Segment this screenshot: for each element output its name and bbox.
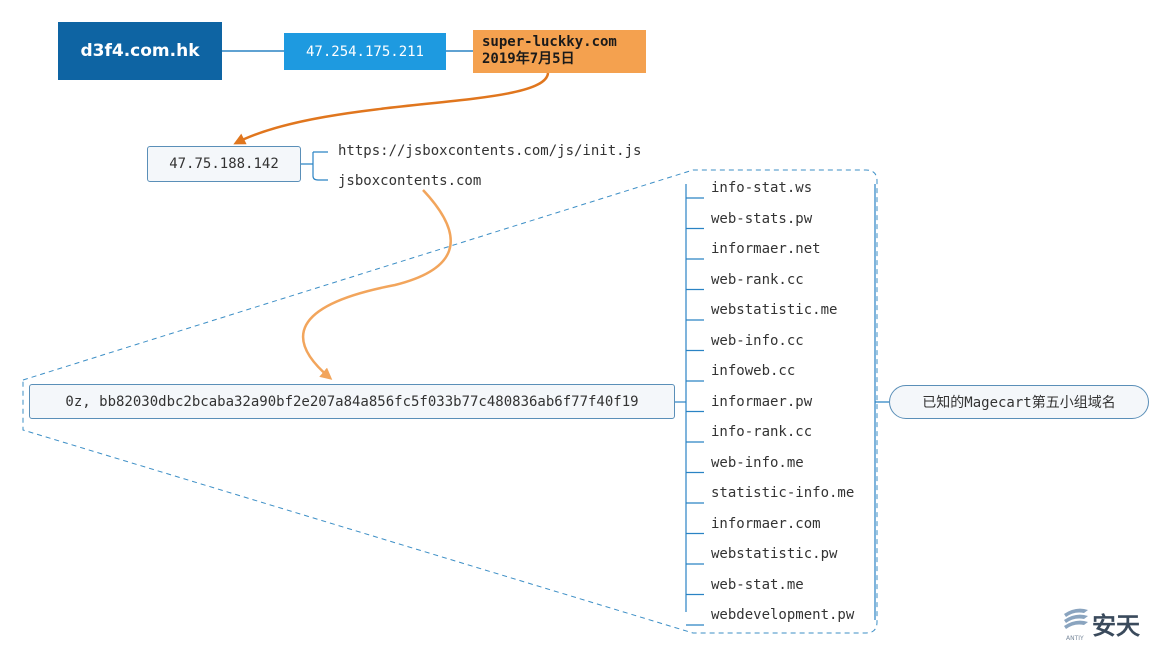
domain-item[interactable]: infoweb.cc [711,363,796,379]
url-domain-label: jsboxcontents.com [338,173,482,189]
hash-label: 0z, bb82030dbc2bcaba32a90bf2e207a84a856f… [65,393,639,410]
domain-item[interactable]: informaer.pw [711,393,813,410]
registrant-date: 2019年7月5日 [482,51,575,67]
dashed-group-outline [22,169,878,634]
domain-item[interactable]: webdevelopment.pw [711,607,855,623]
domain-item[interactable]: web-info.cc [711,332,804,349]
domain-ticks [686,197,704,626]
root-domain-label: d3f4.com.hk [80,41,200,61]
arrow-registrant-to-ip2 [233,72,550,145]
callout-label: 已知的Magecart第五小组域名 [922,395,1116,411]
primary-ip-label: 47.254.175.211 [305,43,424,60]
logo-text: 安天 [1092,612,1140,640]
callout-node[interactable]: 已知的Magecart第五小组域名 [889,385,1149,419]
hash-node[interactable]: 0z, bb82030dbc2bcaba32a90bf2e207a84a856f… [29,384,675,419]
logo-subtext: ANTIY [1066,635,1084,642]
domain-item[interactable]: web-info.me [711,454,804,471]
domain-item[interactable]: web-stat.me [711,576,804,593]
bracket-to-callout-line [874,184,889,620]
domain-item[interactable]: info-stat.ws [711,180,813,196]
root-domain-node[interactable]: d3f4.com.hk [58,22,222,80]
secondary-ip-label: 47.75.188.142 [169,156,279,172]
registrant-domain: super-luckky.com [482,34,617,50]
arrow-domain-to-hash [301,189,452,380]
url-script-label: https://jsboxcontents.com/js/init.js [338,143,642,159]
domain-item[interactable]: web-stats.pw [711,210,813,227]
ip2-branch-lines [301,151,328,181]
domain-item[interactable]: statistic-info.me [711,485,855,501]
domain-item[interactable]: webstatistic.me [711,302,838,318]
domain-item[interactable]: web-rank.cc [711,271,804,288]
domain-item[interactable]: info-rank.cc [711,424,813,440]
primary-ip-node[interactable]: 47.254.175.211 [284,33,446,70]
registrant-node[interactable]: super-luckky.com 2019年7月5日 [473,30,646,73]
antiy-logo-icon: ANTIY [1064,608,1088,642]
domain-item[interactable]: informaer.com [711,515,821,532]
secondary-ip-node[interactable]: 47.75.188.142 [147,146,301,182]
domain-item[interactable]: webstatistic.pw [711,546,838,562]
domain-item[interactable]: informaer.net [711,241,821,257]
